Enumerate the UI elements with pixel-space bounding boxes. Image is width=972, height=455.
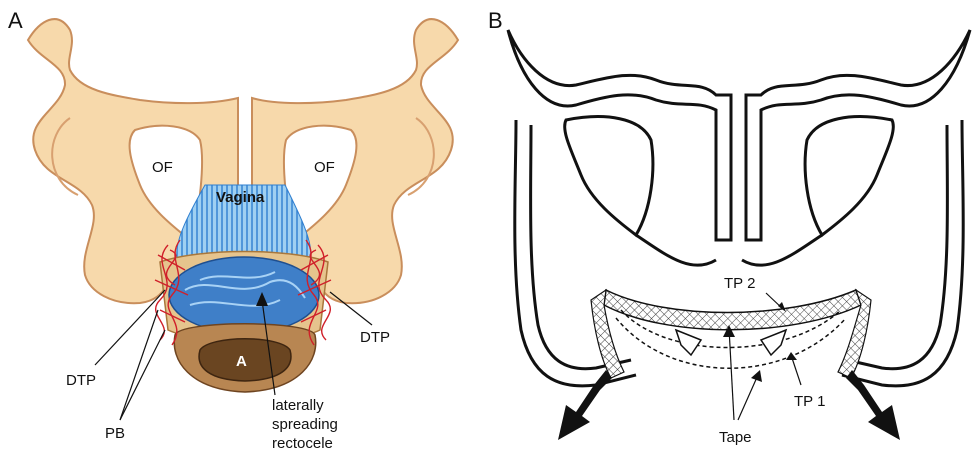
panel-b: TP 2 TP 1 Tape B [486,0,972,455]
dtp-label-right: DTP [360,329,390,346]
panel-a: OF OF Vagina A DTP DTP PB laterally spre… [0,0,486,455]
panel-b-letter: B [488,8,503,33]
rectocele-label-line1: laterally [272,397,324,414]
of-label-left: OF [152,159,173,176]
rectocele-label-line3: rectocele [272,435,333,452]
traction-arrow-right [846,370,900,440]
dtp-label-left: DTP [66,372,96,389]
rectocele-label-line2: spreading [272,416,338,433]
tape-arrowhead-2 [751,370,762,382]
traction-arrow-left [558,370,612,440]
pb-label: PB [105,425,125,442]
tp1-label: TP 1 [794,393,825,410]
rectocele [169,257,319,333]
panel-a-letter: A [8,8,23,33]
tape-mesh [604,290,861,330]
flap-left [676,330,701,355]
obturator-left-b [565,117,653,235]
of-label-right: OF [314,159,335,176]
flap-right [761,330,786,355]
panel-a-illustration: OF OF Vagina A DTP DTP PB laterally spre… [0,0,486,455]
vagina-label: Vagina [216,189,265,206]
obturator-right-b [805,117,893,235]
panel-b-illustration: TP 2 TP 1 Tape B [486,0,972,455]
tp1-arrowhead [786,352,797,360]
tape-label: Tape [719,429,752,446]
tp2-label: TP 2 [724,275,755,292]
ischial-ramus-left [636,235,716,265]
anus-label: A [236,353,247,370]
